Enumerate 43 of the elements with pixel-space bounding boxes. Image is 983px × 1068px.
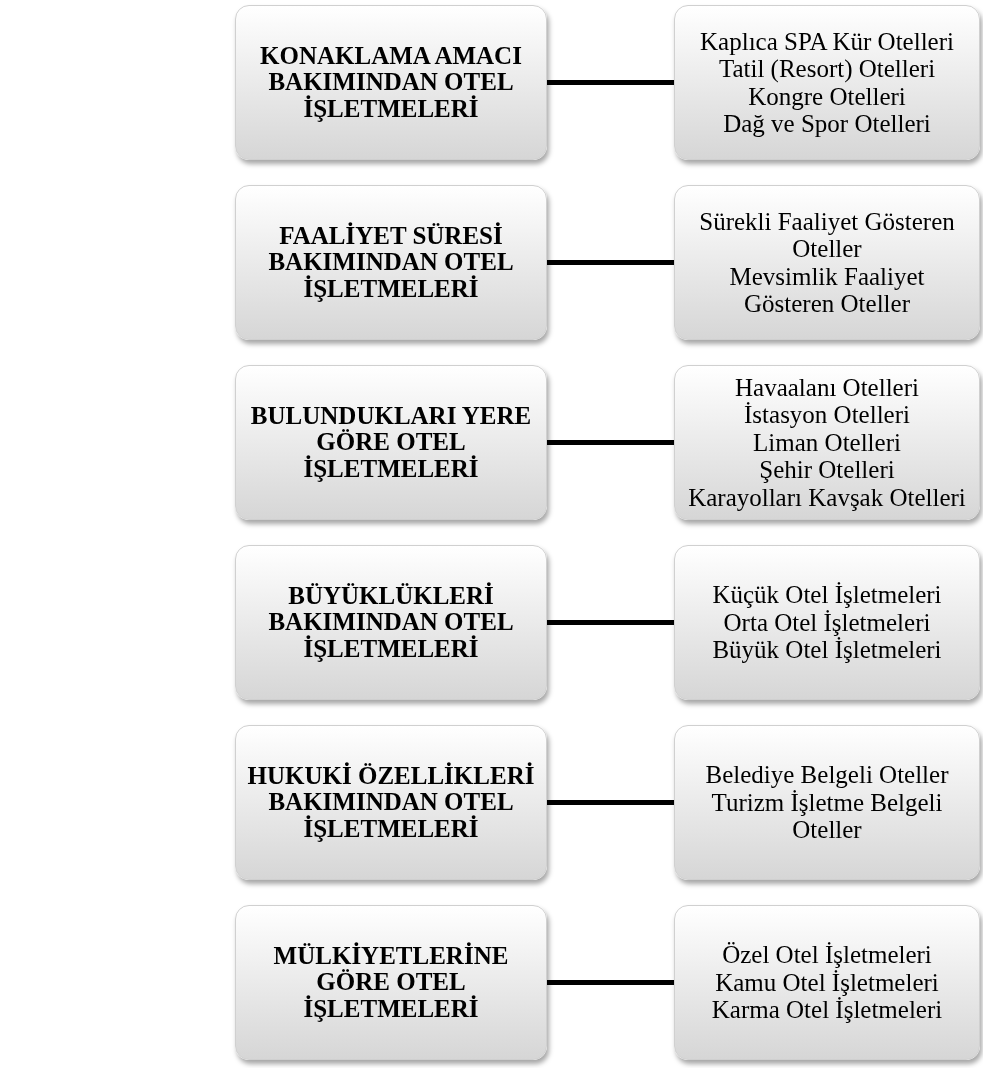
subtype-text: İstasyon Otelleri — [744, 401, 910, 429]
subtype-text: Küçük Otel İşletmeleri — [712, 581, 942, 609]
subtype-text: Kaplıca SPA Kür Otelleri — [700, 27, 954, 55]
subtype-box — [674, 545, 980, 700]
category-title: BÜYÜKLÜKLERİ BAKIMINDAN OTEL İŞLETMELERİ — [267, 583, 515, 662]
connector-line — [547, 800, 674, 805]
subtype-text: Havaalanı Otelleri — [735, 373, 919, 402]
category-box — [235, 545, 547, 700]
category-box — [235, 365, 547, 520]
connector-line — [547, 440, 674, 445]
connector-line — [547, 80, 674, 85]
subtype-text: Tatil (Resort) Otelleri — [718, 55, 936, 83]
category-box — [235, 725, 547, 880]
subtype-text: Büyük Otel İşletmeleri — [712, 636, 942, 664]
subtype-text: Karma Otel İşletmeleri — [711, 996, 943, 1024]
subtype-text: Kamu Otel İşletmeleri — [715, 968, 939, 997]
subtype-text: Özel Otel İşletmeleri — [722, 941, 932, 969]
connector-line — [547, 620, 674, 625]
category-box — [235, 905, 547, 1060]
subtype-box — [674, 725, 980, 880]
category-title: MÜLKİYETLERİNE GÖRE OTEL İŞLETMELERİ — [272, 943, 510, 1022]
subtype-box — [674, 365, 980, 520]
subtype-text: Orta Otel İşletmeleri — [723, 608, 931, 637]
subtype-text: Karayolları Kavşak Otelleri — [688, 483, 966, 512]
subtype-text: Şehir Otelleri — [759, 456, 895, 484]
category-box — [235, 185, 547, 340]
subtype-text: Liman Otelleri — [753, 428, 901, 457]
subtype-box — [674, 5, 980, 160]
subtype-text: Turizm İşletme Belgeli Oteller — [710, 788, 944, 844]
subtype-text: Sürekli Faaliyet Gösteren Oteller — [698, 207, 956, 263]
category-title: KONAKLAMA AMACI BAKIMINDAN OTEL İŞLETMELERİ — [259, 43, 523, 122]
connector-line — [547, 980, 674, 985]
subtype-box — [674, 185, 980, 340]
subtype-text: Kongre Otelleri — [748, 82, 906, 110]
category-title: HUKUKİ ÖZELLİKLERİ BAKIMINDAN OTEL İŞLETMELERİ — [246, 763, 536, 842]
category-box — [235, 5, 547, 160]
category-title: FAALİYET SÜRESİ BAKIMINDAN OTEL İŞLETMELERİ — [267, 223, 515, 302]
subtype-text: Mevsimlik Faaliyet Gösteren Oteller — [728, 262, 926, 318]
connector-line — [547, 260, 674, 265]
subtype-text: Dağ ve Spor Otelleri — [723, 110, 931, 138]
subtype-box — [674, 905, 980, 1060]
subtype-text: Belediye Belgeli Oteller — [705, 761, 949, 789]
category-title: BULUNDUKLARI YERE GÖRE OTEL İŞLETMELERİ — [249, 403, 533, 482]
